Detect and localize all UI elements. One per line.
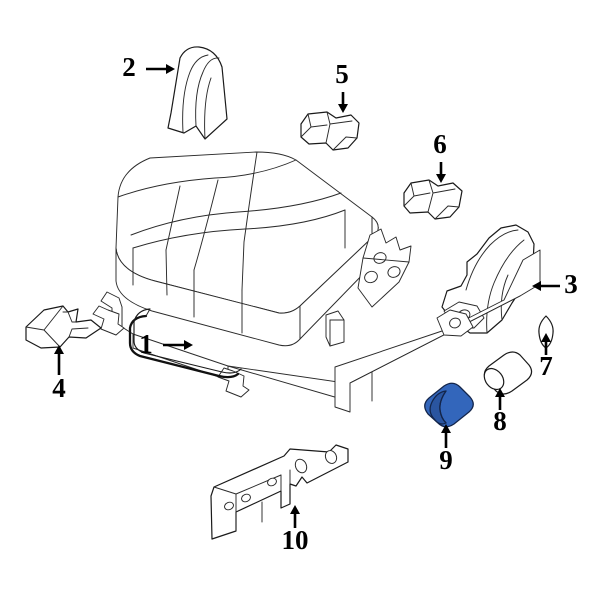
callout-arrow-head <box>184 340 193 350</box>
part-headrest-cover-trim[interactable] <box>167 46 228 140</box>
part-retainer-clip-lower[interactable] <box>403 179 463 220</box>
cushion-corner-bracket[interactable] <box>357 228 412 308</box>
callout-8[interactable]: 8 <box>493 388 507 436</box>
callout-number-label: 8 <box>493 406 507 436</box>
inner-left-track-rail[interactable] <box>92 291 346 401</box>
seat-cushion-assembly[interactable] <box>115 151 379 347</box>
callout-arrow-head <box>541 333 551 342</box>
callout-layer: 1 2 3 4 5 6 7 8 9 10 <box>52 52 578 555</box>
callout-number-label: 3 <box>564 269 578 299</box>
part-seat-mounting-bracket[interactable] <box>210 444 349 540</box>
callout-number-label: 7 <box>539 351 553 381</box>
callout-arrow-head <box>54 345 64 354</box>
callout-number-label: 6 <box>433 129 447 159</box>
callout-arrow-head <box>495 388 505 397</box>
callout-3[interactable]: 3 <box>532 269 578 299</box>
part-track-end-cap-front[interactable] <box>25 305 102 349</box>
callout-9[interactable]: 9 <box>439 424 453 475</box>
callout-number-label: 5 <box>335 59 349 89</box>
callout-2[interactable]: 2 <box>122 52 175 82</box>
callout-1[interactable]: 1 <box>139 329 193 359</box>
callout-10[interactable]: 10 <box>282 505 309 555</box>
callout-number-label: 9 <box>439 445 453 475</box>
callout-arrow-head <box>436 174 446 183</box>
callout-number-label: 4 <box>52 373 66 403</box>
callout-4[interactable]: 4 <box>52 345 66 403</box>
callout-number-label: 10 <box>282 525 309 555</box>
callout-7[interactable]: 7 <box>539 333 553 381</box>
part-pivot-bushing-highlighted[interactable] <box>424 382 474 428</box>
callout-arrow-head <box>338 104 348 113</box>
callout-arrow-head <box>532 281 541 291</box>
part-seat-adjust-handle-rod[interactable] <box>128 308 242 379</box>
part-spacer-sleeve[interactable] <box>480 351 533 395</box>
callout-arrow-head <box>166 64 175 74</box>
callout-arrow-head <box>441 424 451 433</box>
callout-number-label: 2 <box>122 52 136 82</box>
callout-number-label: 1 <box>139 329 153 359</box>
callout-5[interactable]: 5 <box>335 59 349 113</box>
part-retainer-clip-upper[interactable] <box>300 111 360 151</box>
callout-6[interactable]: 6 <box>433 129 447 183</box>
callout-arrow-head <box>290 505 300 514</box>
